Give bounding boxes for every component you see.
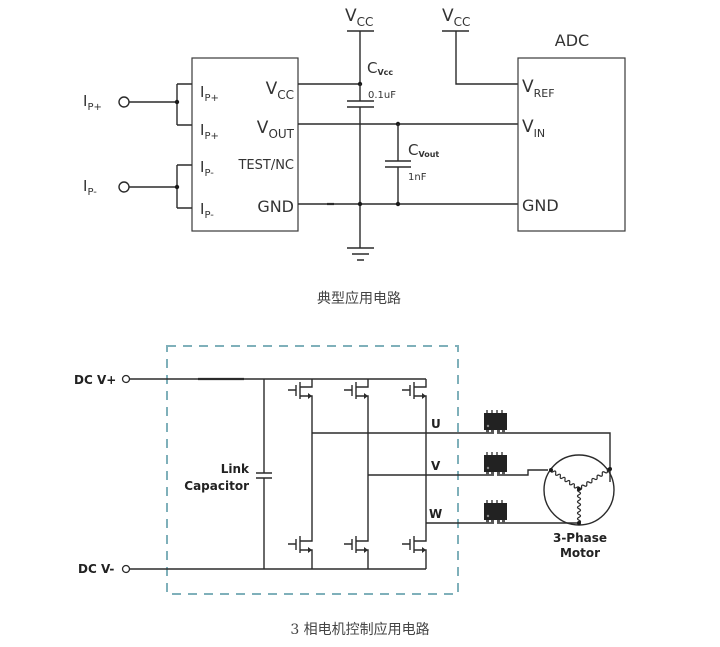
pin-vout: VOUT [257,118,295,141]
current-sensor-chip-icon [484,500,507,524]
adc-pin-gnd: GND [522,196,559,215]
wire-ip-plus [129,83,192,126]
pin-ip-plus-1: IP+ [200,83,219,104]
vcc-supply-label-2: VCC [442,6,470,29]
adc-block [517,57,626,232]
inverter-dashed-box [166,345,459,595]
link-capacitor-label-1: Link [221,462,250,476]
motor-terminal-u [608,467,612,471]
junction-dot [174,99,180,105]
mosfet-low-side-icon [344,533,369,569]
phase-u-label: U [431,417,441,431]
phase-v-label: V [431,459,441,473]
current-sensor-chip-icon [484,410,507,434]
winding-coil-icon [550,469,580,490]
ground-icon [347,247,374,261]
mosfet-low-side-icon [402,533,427,569]
pin-test-nc: TEST/NC [237,158,294,173]
motor-windings [550,467,611,524]
phase-v-wire [368,469,548,476]
cvout-label: CVout [408,141,439,159]
motor-terminal-v [549,468,553,472]
inverter-legs [288,379,427,569]
pin-ip-minus-1: IP- [200,158,214,179]
inverter-leg [288,379,313,569]
input-terminal-ip-plus [118,96,130,108]
pin-gnd: GND [257,197,294,216]
pin-ip-minus-2: IP- [200,200,214,221]
wire-ip-minus [129,164,192,209]
dc-plus-label: DC V+ [74,373,116,387]
pin-vcc: VCC [266,79,294,102]
dc-minus-label: DC V- [78,562,114,576]
motor-label-2: Motor [560,546,600,560]
motor-neutral-dot [577,487,581,491]
current-sensor-chip-icon [484,452,507,476]
link-capacitor-label-2: Capacitor [184,479,249,493]
adc-pin-vref: VREF [522,77,555,100]
input-label-ip-minus: IP- [83,177,97,198]
input-label-ip-plus: IP+ [83,92,102,113]
motor-terminal-w [577,521,581,525]
current-sensor-chips [484,410,507,524]
capacitor-cvout [385,124,411,204]
cvcc-label: CVcc [367,59,393,77]
current-sensor-chip [191,57,299,232]
inverter-leg [344,379,369,569]
cvout-value: 1nF [408,172,427,183]
mosfet-high-side-icon [402,379,427,415]
vcc-supply-label-1: VCC [345,6,373,29]
phase-u-wire [312,432,611,482]
pin-ip-plus-2: IP+ [200,121,219,142]
typical-application-circuit: IP+ IP+ IP- IP- VCC VOUT TEST/NC GND IP+… [83,6,626,307]
figure1-caption: 典型应用电路 [317,290,401,307]
winding-coil-icon [576,488,582,524]
inverter-leg [402,379,427,569]
motor-label-1: 3-Phase [553,531,607,545]
phase-w-label: W [429,507,442,521]
adc-pin-vin: VIN [522,117,545,140]
three-phase-motor-circuit: DC V+ DC V- Link Capacitor U V W 3-Phase… [74,345,615,638]
link-capacitor [256,379,272,569]
dc-minus-terminal [121,564,131,574]
junction-dot [395,201,401,207]
figure2-caption: 3 相电机控制应用电路 [290,621,429,638]
junction-dot [357,201,363,207]
vcc-rail-1 [347,30,374,84]
mosfet-low-side-icon [288,533,313,569]
cvcc-value: 0.1uF [368,90,396,101]
mosfet-high-side-icon [344,379,369,415]
capacitor-cvcc [347,84,374,248]
junction-dot [174,184,180,190]
adc-title: ADC [555,31,589,50]
vcc-rail-2 [442,30,518,85]
winding-coil-icon [578,467,611,491]
dc-plus-terminal [121,374,131,384]
input-terminal-ip-minus [118,181,130,193]
mosfet-high-side-icon [288,379,313,415]
